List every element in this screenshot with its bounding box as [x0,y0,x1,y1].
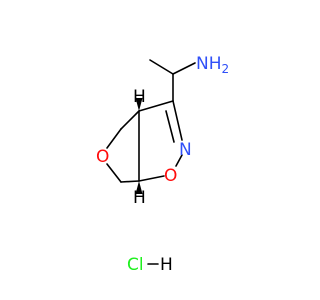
chlorine-label: Cl [127,255,144,275]
bond-c3a-c4 [120,110,140,130]
bond-methyl-ch [149,59,174,75]
bond-c6a-o1 [138,175,165,182]
bond-o1-n2 [175,154,183,167]
ring-oxygen-furan-label: O [96,147,109,167]
stereo-h-top-label: H [133,87,146,107]
ring-nitrogen-label: N [179,140,192,160]
amine-subscript: 2 [222,62,230,76]
ring-oxygen-isoxazoline-label: O [164,166,177,186]
stereo-wedge-bottom [135,181,143,194]
bond-o5-c6 [106,163,122,183]
bond-c3-c3a [138,100,174,112]
amine-text: NH [196,54,222,74]
salt-hydrogen-label: H [160,255,173,275]
bond-c3-n2 [172,100,183,141]
stereo-h-bottom-label: H [133,188,146,208]
structure-drawing: NH2 N O O H H Cl H [96,54,229,275]
molecule-diagram: NH2 N O O H H Cl H [96,54,229,275]
bond-ch-nh2 [172,62,196,75]
bond-c6-c6a [120,180,140,183]
stereo-wedge-top [135,98,143,111]
amine-label: NH2 [196,54,229,76]
bond-c4-o5 [106,128,122,149]
bond-c3-n2-second [165,110,175,143]
